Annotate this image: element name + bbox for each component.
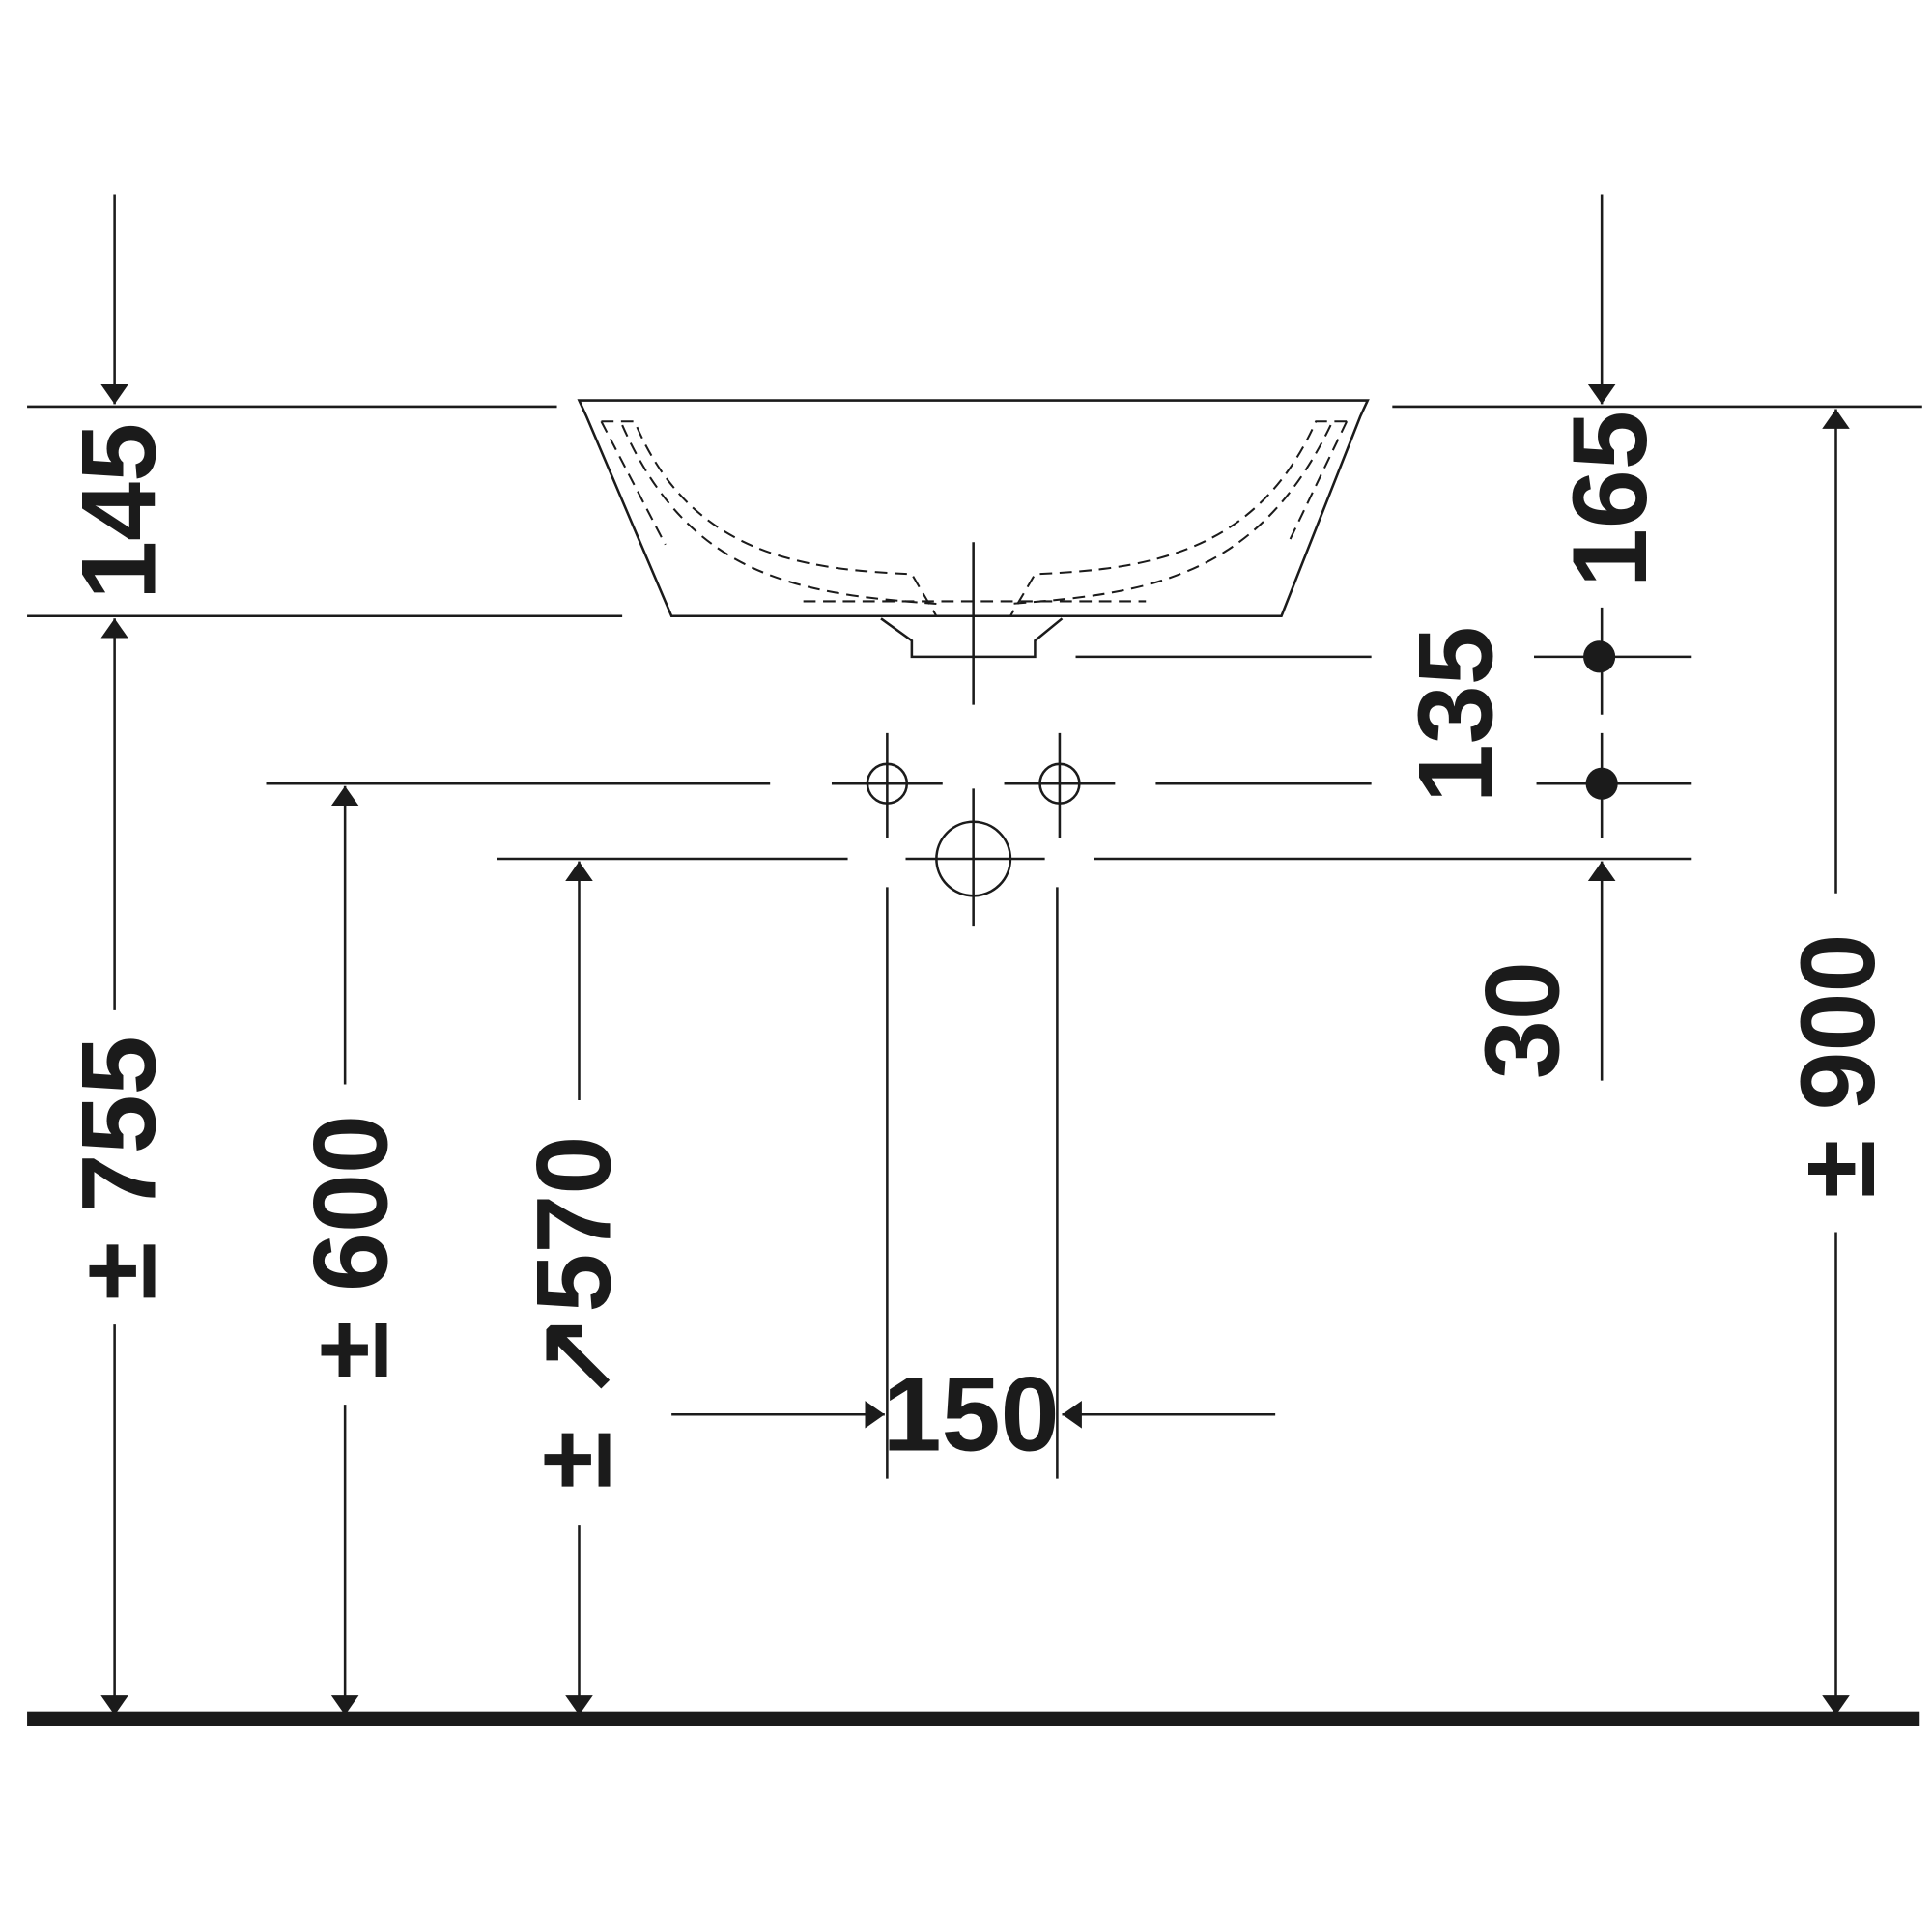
- floor-line: [27, 1711, 1920, 1726]
- dim-900: ± 900: [1779, 933, 1897, 1198]
- dim-600: ± 600: [293, 1115, 411, 1379]
- dim-30: 30: [1464, 961, 1582, 1079]
- dim-570: ± ↗570: [515, 1136, 633, 1490]
- dim-135: 135: [1398, 626, 1516, 803]
- dim-145: 145: [61, 423, 179, 600]
- dim-165: 165: [1551, 411, 1669, 587]
- dim-150: 150: [883, 1355, 1060, 1473]
- basin-outline: [577, 399, 1370, 659]
- dimension-arrows: [100, 194, 1850, 1716]
- tap-holes: [866, 640, 1618, 897]
- dim-755: ± 755: [61, 1036, 179, 1300]
